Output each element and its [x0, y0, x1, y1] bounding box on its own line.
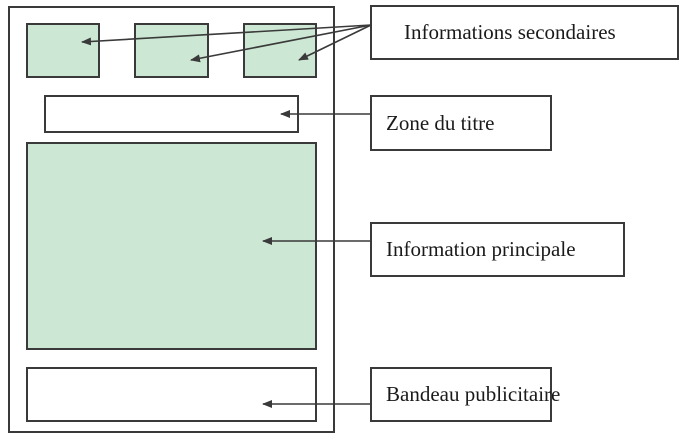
label-ad-banner-text: Bandeau publicitaire	[386, 382, 561, 406]
secondary-info-box-1	[26, 23, 100, 78]
label-title-zone: Zone du titre	[370, 95, 552, 151]
label-main-info-text: Information principale	[386, 237, 576, 261]
label-main-info: Information principale	[370, 222, 625, 277]
label-secondary-info: Informations secondaires	[370, 5, 679, 60]
main-info-box	[26, 142, 317, 350]
ad-banner-box	[26, 367, 317, 422]
title-zone-box	[44, 95, 299, 133]
label-title-zone-text: Zone du titre	[386, 110, 495, 135]
secondary-info-box-2	[134, 23, 209, 78]
label-secondary-info-text: Informations secondaires	[404, 20, 616, 44]
secondary-info-box-3	[243, 23, 317, 78]
label-ad-banner: Bandeau publicitaire	[370, 367, 560, 422]
